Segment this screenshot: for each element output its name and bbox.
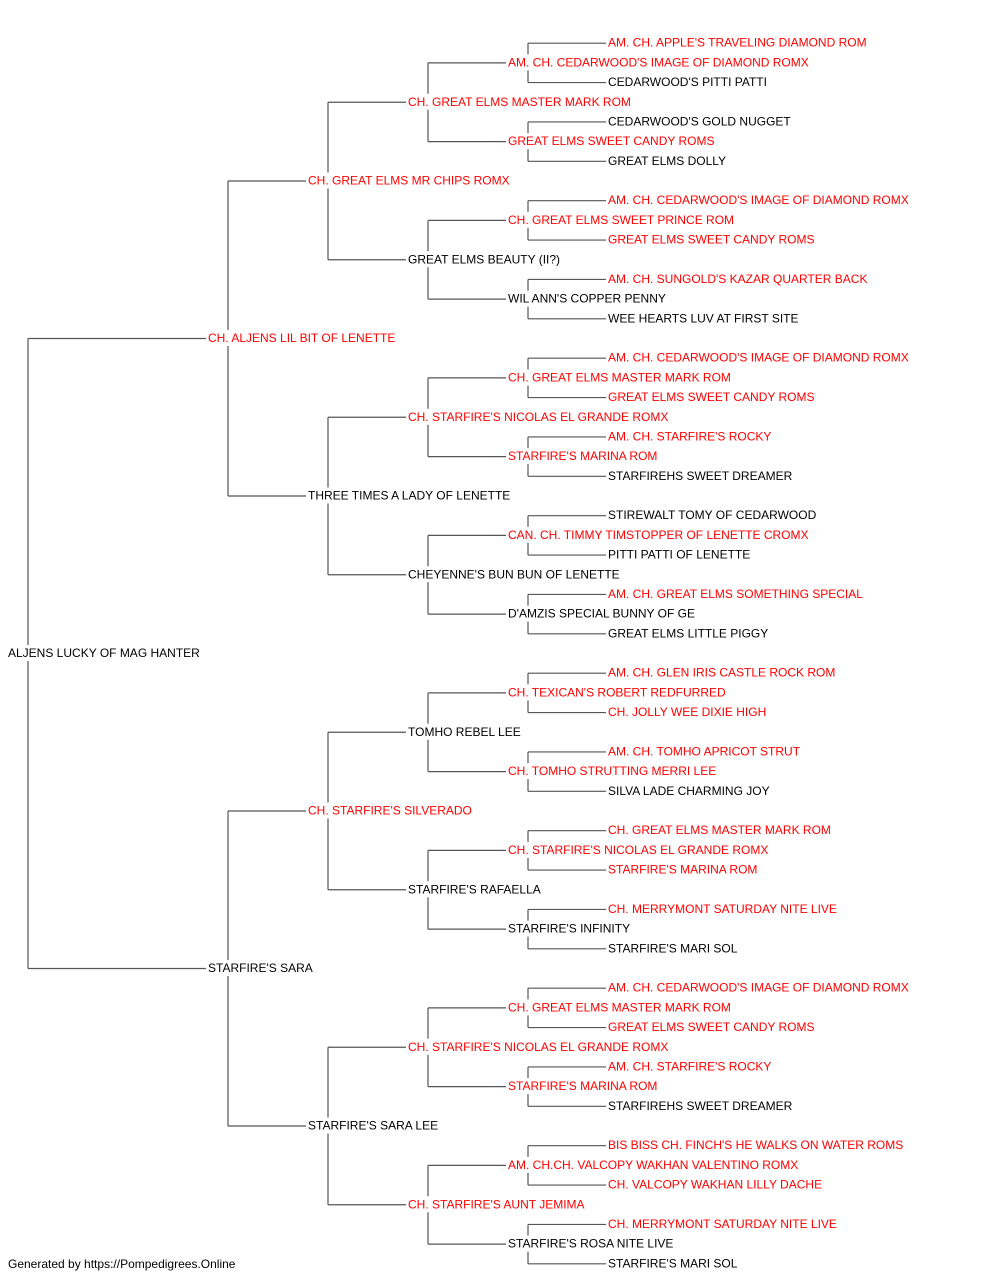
ancestor-name-gen5-dam: GREAT ELMS SWEET CANDY ROMS	[608, 390, 814, 404]
ancestor-name-gen5-dam: STARFIREHS SWEET DREAMER	[608, 1099, 793, 1113]
ancestor-name-gen4-sire: CH. GREAT ELMS SWEET PRINCE ROM	[508, 213, 734, 227]
ancestor-name-gen1-sire: CH. ALJENS LIL BIT OF LENETTE	[208, 331, 395, 345]
ancestor-name-gen5-sire: AM. CH. APPLE'S TRAVELING DIAMOND ROM	[608, 36, 867, 50]
ancestor-name-gen4-sire: CH. STARFIRE'S NICOLAS EL GRANDE ROMX	[508, 843, 768, 857]
ancestor-name-gen5-dam: GREAT ELMS LITTLE PIGGY	[608, 626, 768, 640]
ancestor-name-gen4-dam: GREAT ELMS SWEET CANDY ROMS	[508, 134, 714, 148]
ancestor-name-gen4-sire: CH. TEXICAN'S ROBERT REDFURRED	[508, 685, 726, 699]
ancestor-name-gen4-sire: CH. GREAT ELMS MASTER MARK ROM	[508, 1000, 731, 1014]
ancestor-name-gen5-sire: AM. CH. CEDARWOOD'S IMAGE OF DIAMOND ROM…	[608, 981, 909, 995]
ancestor-name-gen2-dam: STARFIRE'S SARA LEE	[308, 1119, 438, 1133]
ancestor-name-gen5-dam: GREAT ELMS SWEET CANDY ROMS	[608, 233, 814, 247]
ancestor-name-gen5-sire: CEDARWOOD'S GOLD NUGGET	[608, 114, 791, 128]
ancestor-name-gen5-sire: AM. CH. TOMHO APRICOT STRUT	[608, 744, 801, 758]
ancestor-name-gen5-dam: SILVA LADE CHARMING JOY	[608, 784, 770, 798]
ancestor-name-gen3-sire: CH. STARFIRE'S NICOLAS EL GRANDE ROMX	[408, 1040, 668, 1054]
ancestor-name-gen3-dam: GREAT ELMS BEAUTY (II?)	[408, 252, 560, 266]
ancestor-name-gen4-dam: STARFIRE'S MARINA ROM	[508, 449, 657, 463]
ancestor-name-gen5-sire: STIREWALT TOMY OF CEDARWOOD	[608, 508, 817, 522]
ancestor-name-gen3-sire: CH. STARFIRE'S NICOLAS EL GRANDE ROMX	[408, 410, 668, 424]
ancestor-name-gen3-dam: STARFIRE'S RAFAELLA	[408, 882, 541, 896]
ancestor-name-gen5-sire: CH. GREAT ELMS MASTER MARK ROM	[608, 823, 831, 837]
ancestor-name-gen4-sire: CH. GREAT ELMS MASTER MARK ROM	[508, 370, 731, 384]
ancestor-name-gen5-dam: CH. VALCOPY WAKHAN LILLY DACHE	[608, 1178, 822, 1192]
ancestor-name-gen5-sire: BIS BISS CH. FINCH'S HE WALKS ON WATER R…	[608, 1138, 903, 1152]
ancestor-name-gen4-sire: AM. CH.CH. VALCOPY WAKHAN VALENTINO ROMX	[508, 1158, 798, 1172]
ancestor-name-gen5-sire: AM. CH. GLEN IRIS CASTLE ROCK ROM	[608, 666, 835, 680]
ancestor-name-gen4-dam: D'AMZIS SPECIAL BUNNY OF GE	[508, 607, 695, 621]
ancestor-name-gen5-dam: CH. JOLLY WEE DIXIE HIGH	[608, 705, 766, 719]
ancestor-name-gen5-dam: STARFIREHS SWEET DREAMER	[608, 469, 793, 483]
ancestor-name-gen5-dam: PITTI PATTI OF LENETTE	[608, 548, 750, 562]
ancestor-name-gen5-dam: CEDARWOOD'S PITTI PATTI	[608, 75, 767, 89]
ancestor-name-gen4-dam: STARFIRE'S ROSA NITE LIVE	[508, 1237, 673, 1251]
ancestor-name-gen5-sire: AM. CH. CEDARWOOD'S IMAGE OF DIAMOND ROM…	[608, 351, 909, 365]
ancestor-name-gen5-sire: AM. CH. GREAT ELMS SOMETHING SPECIAL	[608, 587, 863, 601]
ancestor-name-gen5-dam: STARFIRE'S MARINA ROM	[608, 863, 757, 877]
ancestor-name-gen5-sire: AM. CH. STARFIRE'S ROCKY	[608, 1059, 771, 1073]
subject-name: ALJENS LUCKY OF MAG HANTER	[8, 646, 200, 660]
ancestor-name-gen5-dam: STARFIRE'S MARI SOL	[608, 1256, 738, 1270]
footer-credit: Generated by https://Pompedigrees.Online	[8, 1257, 236, 1271]
ancestor-name-gen5-sire: CH. MERRYMONT SATURDAY NITE LIVE	[608, 902, 837, 916]
ancestor-name-gen5-dam: GREAT ELMS SWEET CANDY ROMS	[608, 1020, 814, 1034]
ancestor-name-gen4-dam: CH. TOMHO STRUTTING MERRI LEE	[508, 764, 716, 778]
ancestor-name-gen4-dam: STARFIRE'S MARINA ROM	[508, 1079, 657, 1093]
ancestor-name-gen4-dam: WIL ANN'S COPPER PENNY	[508, 292, 666, 306]
ancestor-name-gen3-dam: CHEYENNE'S BUN BUN OF LENETTE	[408, 567, 620, 581]
ancestor-name-gen5-sire: AM. CH. CEDARWOOD'S IMAGE OF DIAMOND ROM…	[608, 193, 909, 207]
ancestor-name-gen5-dam: STARFIRE'S MARI SOL	[608, 941, 738, 955]
ancestor-name-gen5-dam: GREAT ELMS DOLLY	[608, 154, 726, 168]
ancestor-name-gen2-sire: CH. GREAT ELMS MR CHIPS ROMX	[308, 174, 510, 188]
ancestor-name-gen2-sire: CH. STARFIRE'S SILVERADO	[308, 804, 472, 818]
ancestor-name-gen3-sire: CH. GREAT ELMS MASTER MARK ROM	[408, 95, 631, 109]
ancestor-name-gen4-dam: STARFIRE'S INFINITY	[508, 922, 630, 936]
ancestor-name-gen5-sire: CH. MERRYMONT SATURDAY NITE LIVE	[608, 1217, 837, 1231]
ancestor-name-gen2-dam: THREE TIMES A LADY OF LENETTE	[308, 489, 510, 503]
ancestor-name-gen4-sire: AM. CH. CEDARWOOD'S IMAGE OF DIAMOND ROM…	[508, 55, 809, 69]
ancestor-name-gen5-dam: WEE HEARTS LUV AT FIRST SITE	[608, 311, 799, 325]
ancestor-name-gen4-sire: CAN. CH. TIMMY TIMSTOPPER OF LENETTE CRO…	[508, 528, 808, 542]
ancestor-name-gen3-dam: CH. STARFIRE'S AUNT JEMIMA	[408, 1197, 585, 1211]
ancestor-name-gen1-dam: STARFIRE'S SARA	[208, 961, 313, 975]
ancestor-name-gen5-sire: AM. CH. SUNGOLD'S KAZAR QUARTER BACK	[608, 272, 867, 286]
ancestor-name-gen3-sire: TOMHO REBEL LEE	[408, 725, 521, 739]
ancestor-name-gen5-sire: AM. CH. STARFIRE'S ROCKY	[608, 429, 771, 443]
